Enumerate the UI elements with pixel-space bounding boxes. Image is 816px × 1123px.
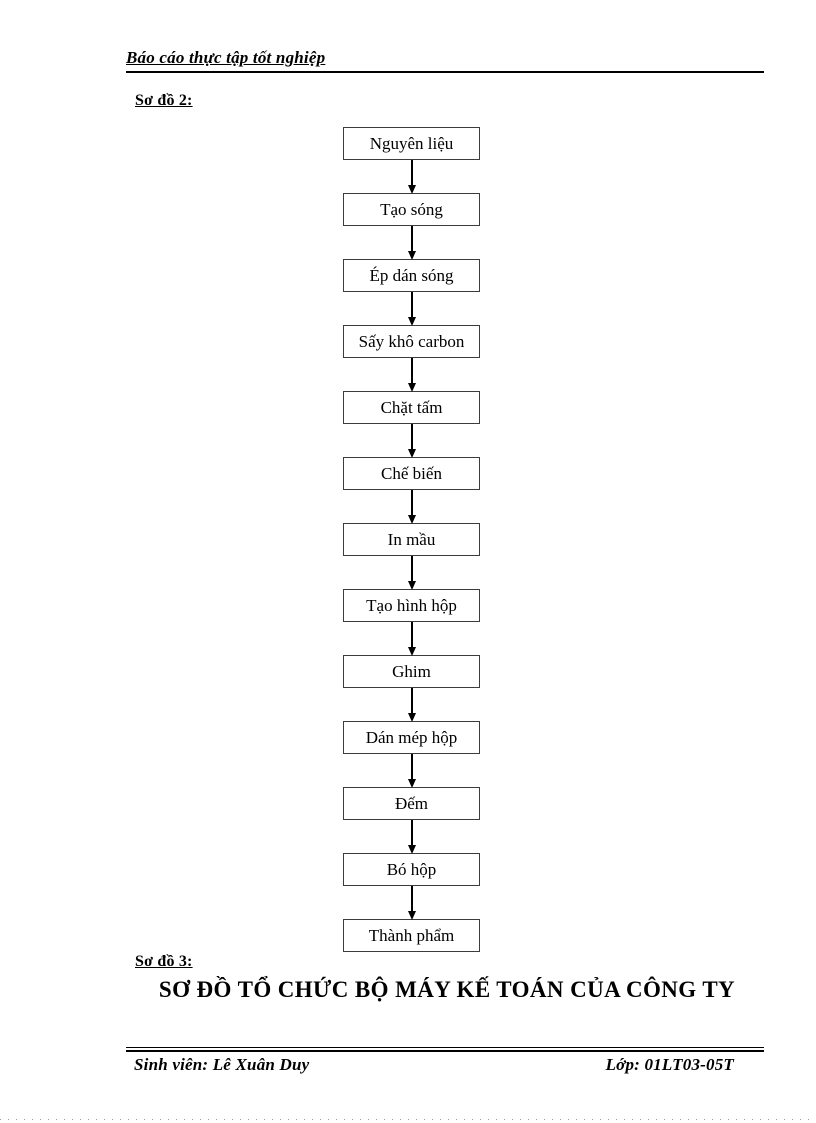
down-arrow-icon [343, 358, 480, 392]
arrow-head [407, 581, 416, 590]
down-arrow-icon [343, 886, 480, 920]
arrow-head [407, 845, 416, 854]
flow-step-che-bien: Chế biến [343, 457, 480, 490]
flow-step-tao-hinh-hop: Tạo hình hộp [343, 589, 480, 622]
arrow-head [407, 185, 416, 194]
down-arrow-icon [343, 622, 480, 656]
arrow-line [410, 490, 413, 516]
flow-step-thanh-pham: Thành phẩm [343, 919, 480, 952]
arrow-head [407, 713, 416, 722]
down-arrow-icon [343, 688, 480, 722]
flow-step-ep-dan-song: Ép dán sóng [343, 259, 480, 292]
footer-student-name: Sinh viên: Lê Xuân Duy [134, 1055, 310, 1074]
flow-step-bo-hop: Bó hộp [343, 853, 480, 886]
flow-step-chat-tam: Chặt tấm [343, 391, 480, 424]
arrow-line [410, 886, 413, 912]
arrow-head [407, 383, 416, 392]
down-arrow-icon [343, 226, 480, 260]
down-arrow-icon [343, 292, 480, 326]
page-bottom-dotted-edge [0, 1119, 816, 1120]
arrow-line [410, 688, 413, 714]
page-header: Báo cáo thực tập tốt nghiệp [126, 48, 764, 73]
arrow-line [410, 754, 413, 780]
flow-step-in-mau: In mầu [343, 523, 480, 556]
arrow-line [410, 160, 413, 186]
header-title: Báo cáo thực tập tốt nghiệp [126, 48, 326, 67]
arrow-line [410, 358, 413, 384]
arrow-line [410, 424, 413, 450]
down-arrow-icon [343, 820, 480, 854]
arrow-head [407, 317, 416, 326]
down-arrow-icon [343, 556, 480, 590]
arrow-head [407, 647, 416, 656]
flowchart: Nguyên liệu Tạo sóng Ép dán sóng Sấy khô… [343, 127, 480, 952]
arrow-head [407, 515, 416, 524]
flow-step-dan-mep-hop: Dán mép hộp [343, 721, 480, 754]
arrow-line [410, 556, 413, 582]
down-arrow-icon [343, 160, 480, 194]
footer-rule [126, 1047, 764, 1052]
arrow-line [410, 292, 413, 318]
flow-step-tao-song: Tạo sóng [343, 193, 480, 226]
flow-step-dem: Đếm [343, 787, 480, 820]
down-arrow-icon [343, 490, 480, 524]
down-arrow-icon [343, 754, 480, 788]
arrow-line [410, 820, 413, 846]
arrow-line [410, 226, 413, 252]
page-footer: Sinh viên: Lê Xuân Duy Lớp: 01LT03-05T [134, 1055, 734, 1075]
arrow-head [407, 251, 416, 260]
section3-label: Sơ đồ 3: [135, 953, 193, 970]
arrow-head [407, 449, 416, 458]
footer-class-code: Lớp: 01LT03-05T [605, 1055, 734, 1074]
down-arrow-icon [343, 424, 480, 458]
arrow-head [407, 779, 416, 788]
flow-step-nguyen-lieu: Nguyên liệu [343, 127, 480, 160]
flow-step-say-kho-carbon: Sấy khô carbon [343, 325, 480, 358]
section2-label: Sơ đồ 2: [135, 92, 193, 109]
section3-title: SƠ ĐỒ TỔ CHỨC BỘ MÁY KẾ TOÁN CỦA CÔNG TY [158, 977, 736, 1002]
arrow-line [410, 622, 413, 648]
arrow-head [407, 911, 416, 920]
flow-step-ghim: Ghim [343, 655, 480, 688]
